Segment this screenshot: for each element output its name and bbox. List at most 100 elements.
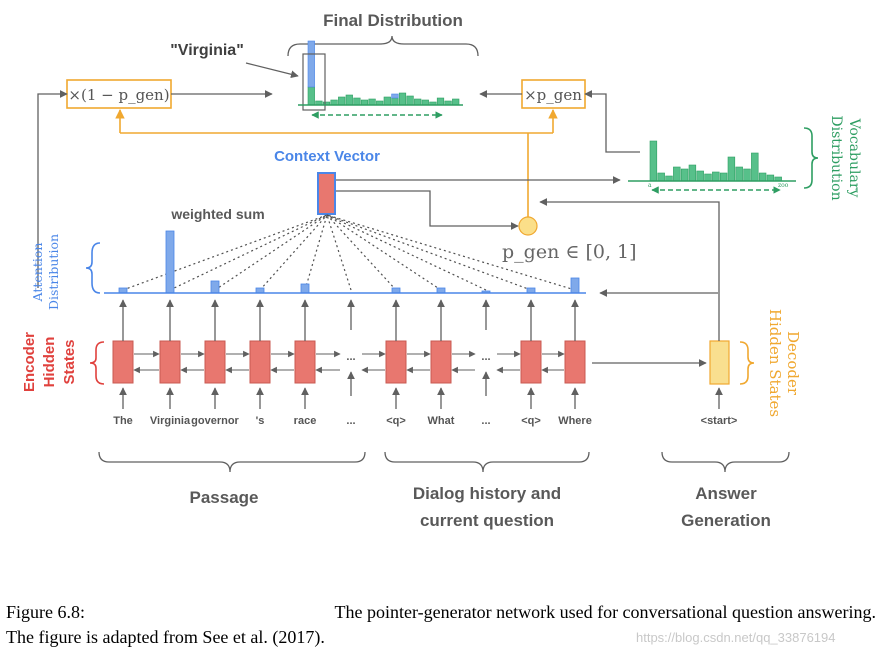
encoder-cell (385, 340, 407, 384)
diagram-canvas: Final Distribution "Virginia" ×(1 − p_ge… (21, 11, 862, 530)
final-distribution-brace (287, 35, 479, 57)
encoder-cell (294, 340, 316, 384)
svg-text:Decoder: Decoder (784, 331, 802, 396)
pgen-text: ×p_gen (524, 86, 582, 104)
decoder-brace (739, 341, 755, 385)
decoder-side-label: Decoder Hidden States (766, 309, 802, 417)
svg-text:Vocabulary: Vocabulary (846, 118, 862, 198)
token-8: ... (481, 415, 490, 427)
token-6: <q> (386, 415, 406, 427)
vocab-to-mult-arrow (584, 90, 640, 153)
vocab-bar (751, 152, 759, 182)
final-green-bar (307, 86, 315, 106)
virginia-highlight-box (302, 53, 326, 111)
final-green-bar (353, 97, 361, 106)
caption-figure-label: Figure 6.8: (6, 602, 85, 622)
pgen-box (521, 79, 586, 109)
answer-label-1: Answer (695, 484, 757, 503)
final-green-bar (391, 97, 399, 106)
svg-text:Hidden: Hidden (41, 337, 58, 388)
vocab-bar (673, 166, 681, 182)
vocab-bar (704, 173, 712, 182)
final-green-bar (368, 98, 376, 106)
final-green-bar (414, 98, 422, 106)
token-4: race (294, 415, 317, 427)
final-green-bar (345, 94, 353, 106)
watermark: https://blog.csdn.net/qq_33876194 (636, 630, 836, 645)
token-1: Virginia (150, 415, 191, 427)
encoder-ellipsis: ... (346, 351, 355, 363)
weighted-sum-label: weighted sum (170, 206, 264, 222)
vocab-axis-start: a (648, 182, 652, 189)
final-green-bar (383, 96, 391, 106)
start-token: <start> (701, 415, 738, 427)
token-9: <q> (521, 415, 541, 427)
answer-brace (661, 451, 790, 473)
encoder-cell (249, 340, 271, 384)
context-to-pgen-arrow (336, 190, 519, 230)
vocab-bar (735, 166, 743, 182)
dotted-line (122, 214, 328, 291)
dialog-label-1: Dialog history and (413, 484, 561, 503)
dotted-line (326, 214, 576, 291)
virginia-pointer (245, 62, 299, 79)
caption-line-2: The figure is adapted from See et al. (2… (6, 627, 325, 647)
attention-bar (570, 277, 580, 294)
encoder-cell (204, 340, 226, 384)
vocab-brace (803, 127, 819, 189)
token-0: The (113, 415, 133, 427)
dotted-line (326, 214, 442, 291)
final-distribution-bars (307, 40, 460, 106)
dialog-brace (384, 451, 590, 473)
token-10: Where (558, 415, 592, 427)
attention-bar (165, 230, 175, 294)
svg-text:Distribution: Distribution (46, 234, 61, 310)
final-green-bar (398, 92, 407, 106)
final-green-bar (406, 95, 414, 106)
one-minus-pgen-text: ×(1 − p_gen) (68, 86, 169, 104)
dialog-label-2: current question (420, 511, 554, 530)
vocab-axis-end: zoo (778, 182, 789, 189)
attention-bar (210, 280, 220, 294)
token-5: ... (346, 415, 355, 427)
encoder-ellipsis: ... (481, 351, 490, 363)
token-3: 's (256, 415, 265, 427)
passage-label: Passage (190, 488, 259, 507)
svg-text:Hidden States: Hidden States (766, 309, 784, 417)
svg-text:Attention: Attention (30, 243, 45, 303)
pgen-node (518, 216, 538, 236)
vocab-bar (688, 164, 697, 182)
encoder-cell (159, 340, 181, 384)
final-blue-bar (307, 40, 315, 88)
vocab-bar (727, 156, 736, 182)
encoder-cell (112, 340, 134, 384)
encoder-brace (89, 341, 105, 385)
final-green-bar (452, 98, 460, 106)
one-minus-pgen-box (66, 79, 172, 109)
vocab-bar (696, 170, 704, 182)
encoder-states: ...... (112, 299, 586, 409)
pgen-range-label: p_gen ∈ [0, 1] (502, 241, 637, 263)
svg-text:Distribution: Distribution (828, 115, 844, 200)
dotted-line (326, 214, 397, 291)
vocab-bar (758, 172, 767, 182)
virginia-label: "Virginia" (170, 42, 244, 59)
vocab-bar (719, 172, 728, 182)
dotted-line (326, 214, 532, 291)
decoder-to-pgen-arrow (539, 198, 720, 341)
decoder-state (709, 340, 730, 385)
vocab-bar (657, 172, 665, 182)
vocab-side-label: Vocabulary Distribution (828, 115, 862, 200)
vocab-bar (712, 171, 720, 182)
attention-bar (300, 283, 310, 294)
final-green-bar (338, 96, 346, 106)
context-vector-box (317, 172, 336, 215)
token-2: governor (191, 415, 239, 427)
caption-line-1: The pointer-generator network used for c… (334, 602, 876, 622)
svg-text:Encoder: Encoder (21, 332, 38, 392)
dotted-line (326, 214, 352, 291)
dotted-line (169, 214, 328, 291)
dotted-line (304, 214, 328, 291)
vocab-bar (766, 174, 775, 182)
